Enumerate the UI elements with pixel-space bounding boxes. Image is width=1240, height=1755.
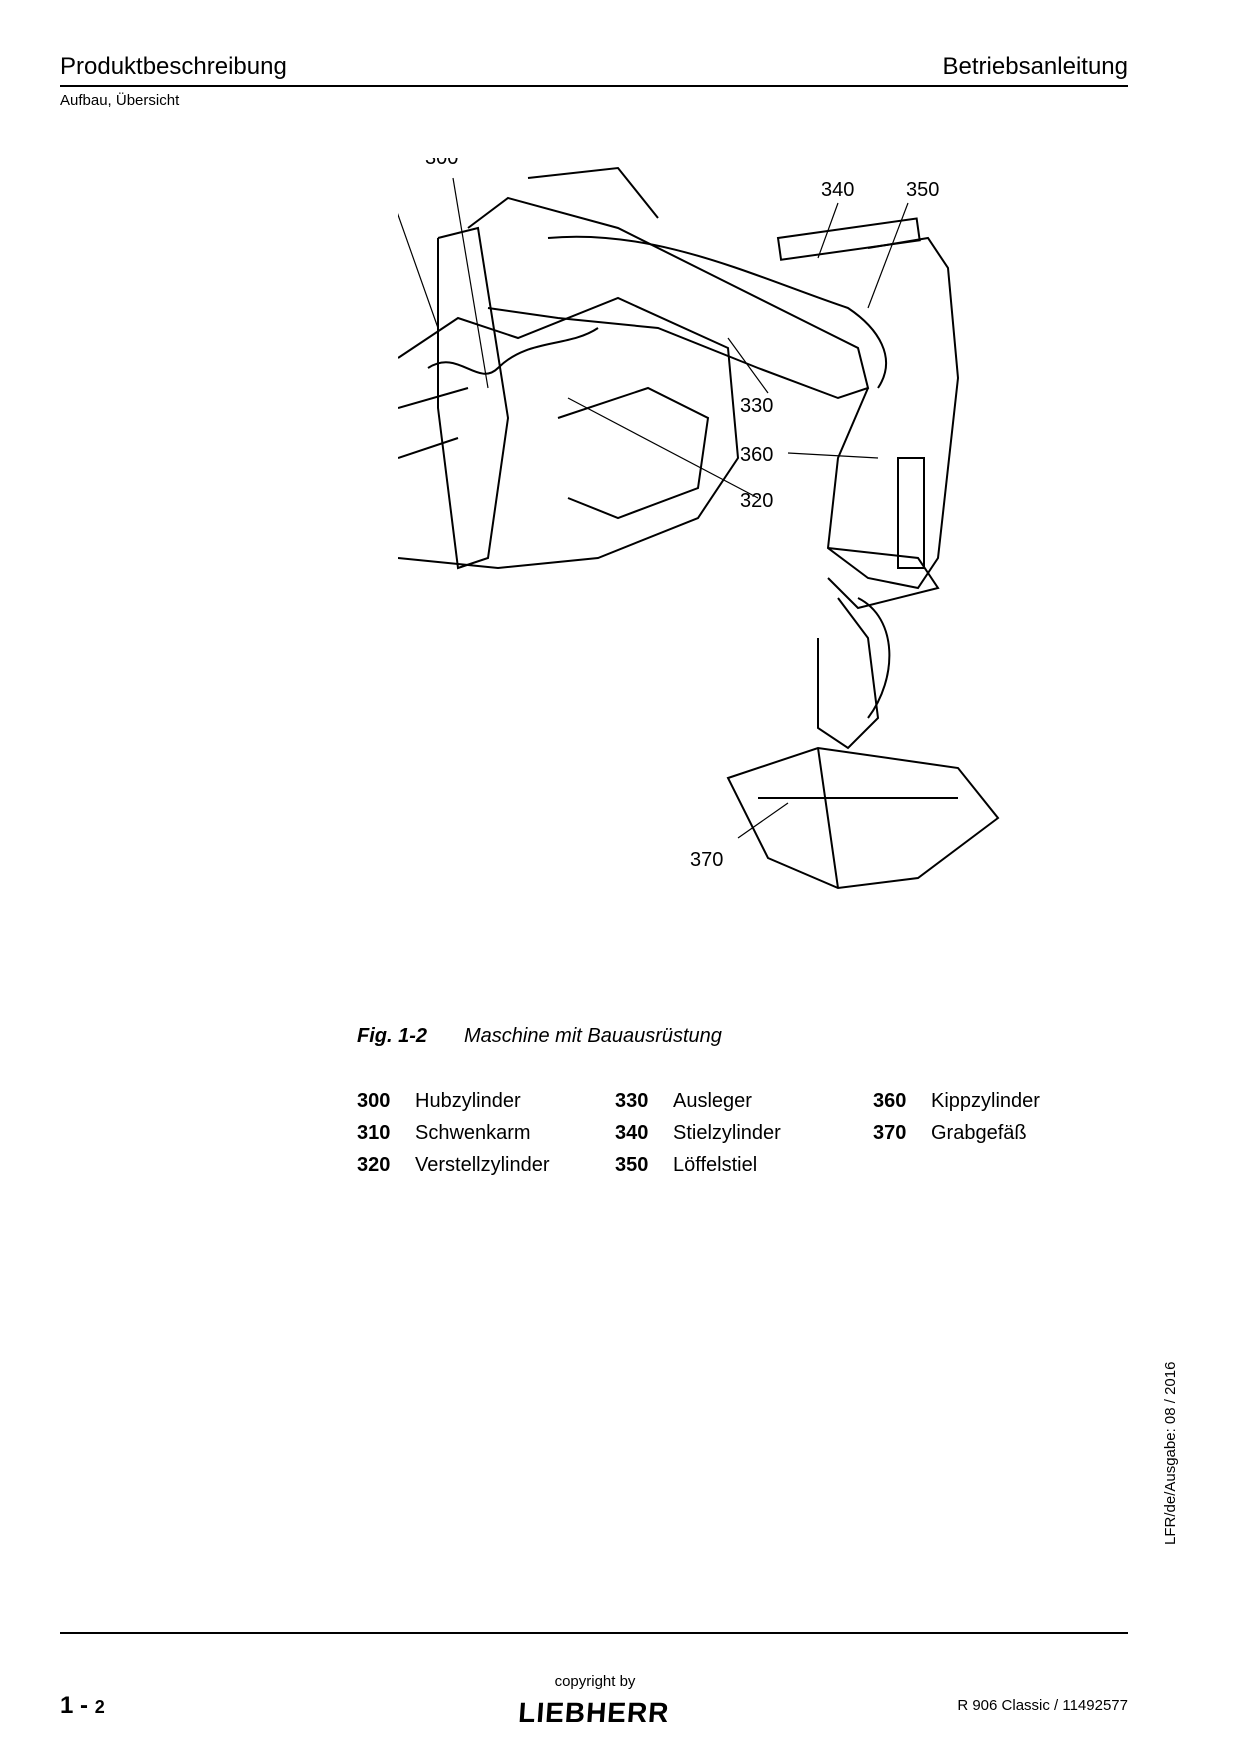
copyright-text: copyright by xyxy=(554,1673,636,1690)
page-separator: - xyxy=(73,1692,95,1719)
section-subtitle: Aufbau, Übersicht xyxy=(60,92,180,109)
callout-360: 360 xyxy=(740,444,773,466)
legend-item: 350 Löffelstiel xyxy=(615,1149,873,1181)
legend-label: Löffelstiel xyxy=(673,1154,758,1176)
logo-text: LIEBHERR xyxy=(517,1697,670,1727)
document-reference: R 906 Classic / 11492577 xyxy=(957,1697,1128,1714)
legend-code: 330 xyxy=(615,1090,649,1112)
chapter-number: 1 xyxy=(60,1692,74,1719)
legend-label: Ausleger xyxy=(673,1090,752,1112)
page-number: 1 - 2 xyxy=(60,1692,105,1720)
legend-item: 360 Kippzylinder xyxy=(873,1085,1131,1117)
legend-column: 330 Ausleger 340 Stielzylinder 350 Löffelst… xyxy=(615,1085,873,1181)
legend-column: 360 Kippzylinder 370 Grabgefäß xyxy=(873,1085,1131,1149)
callout-370: 370 xyxy=(690,849,723,871)
legend-label: Grabgefäß xyxy=(931,1122,1027,1144)
legend-item: 330 Ausleger xyxy=(615,1085,873,1117)
callout-350: 350 xyxy=(906,179,939,201)
legend-code: 340 xyxy=(615,1122,649,1144)
excavator-drawing: 310 300 340 350 330 360 320 370 xyxy=(398,158,1000,890)
header-divider xyxy=(60,85,1128,87)
legend-label: Verstellzylinder xyxy=(415,1154,550,1176)
legend-code: 370 xyxy=(873,1122,907,1144)
leader-lines xyxy=(398,177,909,839)
figure-caption: Fig. 1-2 Maschine mit Bauausrüstung xyxy=(357,1025,722,1048)
callout-340: 340 xyxy=(821,179,854,201)
legend-label: Stielzylinder xyxy=(673,1122,781,1144)
legend-code: 350 xyxy=(615,1154,649,1176)
legend-label: Schwenkarm xyxy=(415,1122,531,1144)
page-index: 2 xyxy=(94,1697,105,1717)
legend-item: 310 Schwenkarm xyxy=(357,1117,615,1149)
legend-code: 310 xyxy=(357,1122,391,1144)
legend-item: 340 Stielzylinder xyxy=(615,1117,873,1149)
legend-item: 370 Grabgefäß xyxy=(873,1117,1131,1149)
liebherr-logo: LIEBHERR xyxy=(517,1697,670,1727)
excavator-lines xyxy=(398,166,1000,890)
chapter-title: Produktbeschreibung xyxy=(60,53,287,80)
callout-330: 330 xyxy=(740,395,773,417)
callout-320: 320 xyxy=(740,490,773,512)
figure-number: Fig. 1-2 xyxy=(357,1025,428,1047)
legend-item: 300 Hubzylinder xyxy=(357,1085,615,1117)
legend-code: 300 xyxy=(357,1090,391,1112)
figure-title: Maschine mit Bauausrüstung xyxy=(464,1025,722,1047)
manual-title: Betriebsanleitung xyxy=(942,53,1128,80)
footer-divider xyxy=(60,1632,1128,1634)
legend-column: 300 Hubzylinder 310 Schwenkarm 320 Verstell… xyxy=(357,1085,615,1181)
legend-label: Kippzylinder xyxy=(931,1090,1040,1112)
edition-note: LFR/de/Ausgabe: 08 / 2016 xyxy=(1162,1361,1179,1545)
legend-item: 320 Verstellzylinder xyxy=(357,1149,615,1181)
legend-code: 320 xyxy=(357,1154,391,1176)
callout-300: 300 xyxy=(425,158,458,169)
legend-code: 360 xyxy=(873,1090,907,1112)
legend-label: Hubzylinder xyxy=(415,1090,521,1112)
